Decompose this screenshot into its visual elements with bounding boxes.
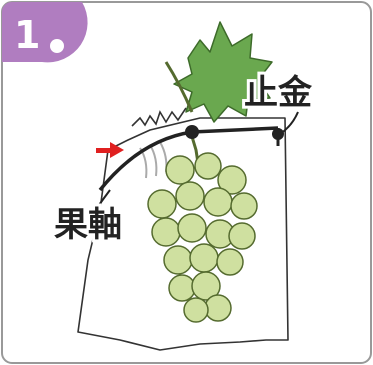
step-number: 1: [14, 13, 40, 57]
leaf-stem: [164, 61, 194, 113]
red-arrow-icon: [96, 142, 124, 158]
grape-leaf: [173, 21, 273, 123]
stopper-label-line: [279, 111, 299, 135]
stem-label: 果軸: [54, 205, 122, 245]
wire-knot: [185, 125, 199, 139]
badge-dot: [50, 39, 64, 53]
stopper-pin-icon: [272, 128, 284, 146]
step-badge: 1: [2, 2, 88, 63]
stem-label-line: [89, 189, 111, 219]
stopper-label: 止金: [244, 73, 313, 113]
grape-cluster: [147, 152, 258, 323]
bag-zigzag-top: [131, 107, 187, 127]
